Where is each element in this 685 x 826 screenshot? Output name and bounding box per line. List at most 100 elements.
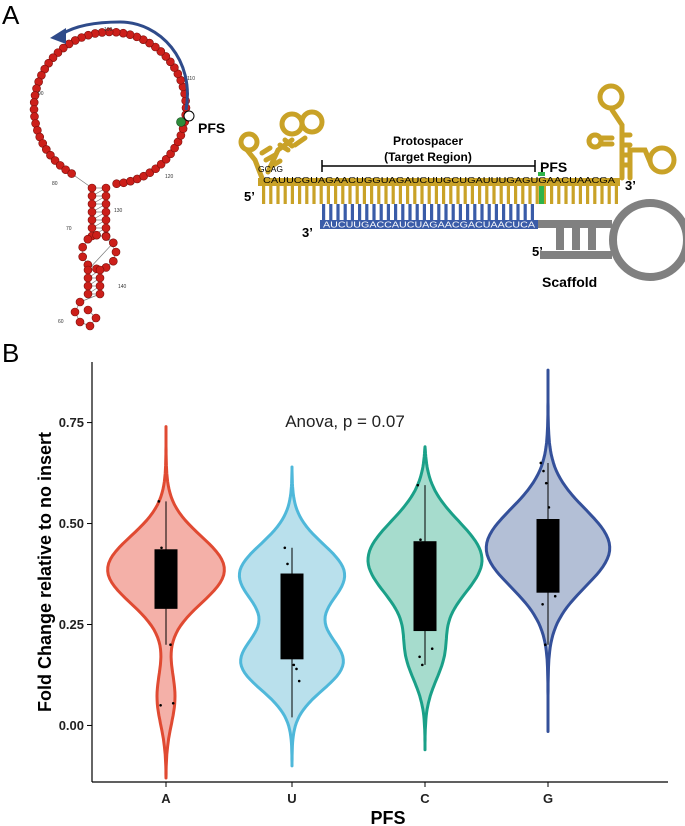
nucleotide [101,191,111,201]
target-base-tick [365,204,369,221]
nucleotide [70,307,80,317]
target-base-tick [372,204,376,221]
crrna-base-tick [600,186,604,204]
x-tick-label: G [543,791,553,806]
data-point [539,461,543,465]
pfs-marker [538,172,545,176]
data-point [171,578,174,582]
target-base-tick [502,204,506,221]
target-base-ticks [322,204,534,221]
target-base-tick [379,204,383,221]
x-tick-label: A [161,791,171,806]
scaffold-hairpin [538,199,685,281]
data-point [542,469,545,473]
nucleotide [145,168,155,178]
pfs-strand-label: PFS [540,159,567,175]
nucleotide [101,199,111,209]
data-point [544,643,547,646]
data-point [416,483,420,487]
target-base-tick [408,204,412,221]
data-point [418,655,421,659]
crrna-base-tick [564,186,568,204]
data-point [292,663,296,667]
crrna-base-tick [384,186,388,204]
position-number: 130 [114,208,123,214]
pfs-loop-label: PFS [198,120,225,136]
data-point [158,582,161,586]
crrna-base-tick [262,186,266,204]
box-G [536,519,560,593]
crrna-base-tick [542,186,546,204]
data-point [166,598,170,602]
crrna-base-tick [334,186,338,204]
data-point [297,679,301,683]
data-point [545,558,549,562]
data-point [159,703,162,707]
data-point [422,603,426,606]
data-point [165,562,169,566]
crrna-base-tick [370,186,374,204]
data-point [553,534,556,537]
nucleotide [91,313,101,323]
target-base-tick [394,204,398,221]
data-point [160,546,163,550]
direction-arrowhead [50,28,66,44]
crrna-base-tick [319,186,323,204]
crrna-base-tick [398,186,402,204]
data-point [430,647,434,651]
target-base-tick [530,204,534,221]
nucleotide [83,273,93,283]
crrna-base-tick [506,186,510,204]
crrna-base-tick [528,186,532,204]
crrna-base-tick [312,186,316,204]
y-tick-label: 0.25 [59,617,84,632]
data-point [424,554,428,558]
nucleotide [95,273,105,283]
crrna-base-tick [283,186,287,204]
data-point [544,481,548,485]
nucleotide [83,234,93,244]
data-point [430,570,433,574]
nucleotide [87,191,97,201]
crrna-base-tick [449,186,453,204]
box-U [280,573,304,660]
crrna-base-tick [305,186,309,204]
violin-group-U [237,465,347,768]
nucleotide [109,238,118,248]
data-point [553,594,557,598]
nucleotide [67,169,76,178]
nucleotide [109,256,118,266]
crrna-base-tick [377,186,381,204]
crrna-base-tick [521,186,525,204]
crrna-base-tick [586,186,590,204]
target-base-tick [494,204,498,221]
violin-group-A [106,425,226,780]
mean-point [161,577,171,588]
nucleotide [92,230,101,240]
three-prime-right: 3’ [625,178,636,193]
position-number: 140 [118,284,127,290]
data-point [550,522,553,525]
target-base-tick [523,204,527,221]
crrna-base-tick [276,186,280,204]
mean-point [420,569,430,580]
data-point [284,635,288,638]
position-number: 70 [66,226,72,232]
nucleotide [101,207,111,217]
data-point [548,566,552,570]
target-backbone [320,220,538,229]
x-axis-title: PFS [370,808,405,826]
target-base-tick [343,204,347,221]
crrna-base-tick [406,186,410,204]
crrna-base-tick [341,186,345,204]
data-point [287,643,290,646]
x-tick-label: U [287,791,296,806]
target-base-tick [422,204,426,221]
x-tick-label: C [420,791,430,806]
target-base-tick [430,204,434,221]
nucleotide [111,247,121,257]
anova-annotation: Anova, p = 0.07 [285,412,405,431]
direction-arrow [61,20,189,111]
